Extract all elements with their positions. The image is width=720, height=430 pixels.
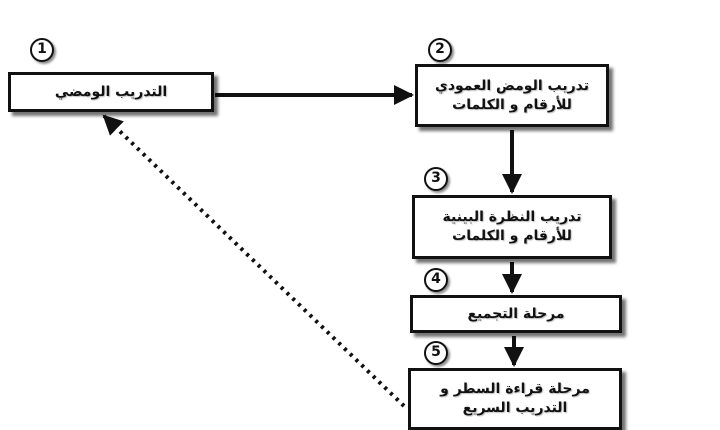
step-3-box: تدريب النظرة البينية للأرقام و الكلمات xyxy=(412,195,612,259)
step-3-text-line-1: تدريب النظرة البينية xyxy=(442,209,582,225)
step-1-box: التدريب الومضي xyxy=(8,72,214,112)
feedback-dotted-arrow xyxy=(102,114,406,408)
step-3-text-line-2: للأرقام و الكلمات xyxy=(452,228,572,244)
step-5-number-badge: 5 xyxy=(424,341,448,365)
step-4-text: مرحلة التجميع xyxy=(467,305,565,322)
step-4-box: مرحلة التجميع xyxy=(410,295,622,333)
step-5-text-line-1: مرحلة قراءة السطر و xyxy=(440,381,590,397)
step-2-text-line-2: للأرقام و الكلمات xyxy=(452,96,572,113)
step-5-box: مرحلة قراءة السطر و التدريب السريع xyxy=(408,368,622,430)
step-4-number-badge: 4 xyxy=(424,268,448,292)
step-2-text-line-1: تدريب الومض العمودي xyxy=(435,77,589,94)
step-2-box: تدريب الومض العمودي للأرقام و الكلمات xyxy=(415,64,609,127)
step-2-number-badge: 2 xyxy=(428,38,452,62)
step-5-text-line-2: التدريب السريع xyxy=(462,400,568,416)
step-1-number-badge: 1 xyxy=(30,38,54,62)
step-1-text: التدريب الومضي xyxy=(54,83,168,100)
step-3-number-badge: 3 xyxy=(424,167,448,191)
